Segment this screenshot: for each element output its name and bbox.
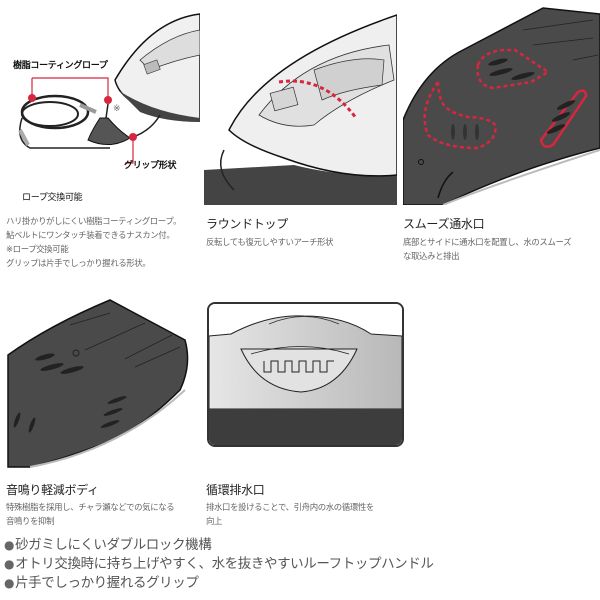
smooth-drain-title: スムーズ通水口: [403, 217, 485, 231]
bullet-icon: ●: [4, 557, 15, 571]
round-top-illustration: [204, 14, 397, 205]
round-top-panel: [204, 0, 397, 205]
smooth-drain-panel: [403, 0, 600, 205]
rope-description: ハリ掛かりがしにくい樹脂コーティングロープ。 鮎ベルトにワンタッチ装着できるナス…: [6, 216, 182, 268]
note-mark: ※: [113, 104, 121, 114]
circulation-drain-title: 循環排水口: [206, 483, 265, 497]
feature-list: ●砂ガミしにくいダブルロック機構 ●オトリ交換時に持ち上げやすく、水を抜きやすい…: [4, 536, 434, 593]
rope-grip-panel: 樹脂コーティングロープ ※ グリップ形状 ロープ交換可能: [0, 0, 200, 210]
replace-label: ロープ交換可能: [22, 193, 83, 203]
circulation-drain-description: 排水口を設けることで、引舟内の水の循環性を 向上: [206, 502, 374, 526]
noise-reduction-illustration: [7, 299, 189, 468]
noise-reduction-title: 音鳴り軽減ボディ: [6, 483, 99, 497]
round-top-description: 反転しても復元しやすいアーチ形状: [206, 237, 334, 247]
round-top-title: ラウンドトップ: [206, 217, 288, 231]
rope-grip-illustration: [18, 13, 200, 164]
noise-reduction-description: 特殊樹脂を採用し、チャラ瀬などでの気になる 音鳴りを抑制: [6, 502, 175, 526]
bullet-icon: ●: [4, 538, 15, 552]
smooth-drain-description: 底部とサイドに通水口を配置し、水のスムーズ な取込みと排出: [403, 237, 572, 261]
feature-item: ●砂ガミしにくいダブルロック機構: [4, 537, 212, 553]
circulation-drain-illustration: [209, 304, 402, 445]
bullet-icon: ●: [4, 576, 15, 590]
circulation-drain-panel: [207, 302, 404, 447]
feature-item: ●オトリ交換時に持ち上げやすく、水を抜きやすいルーフトップハンドル: [4, 556, 434, 572]
grip-label: グリップ形状: [124, 161, 177, 171]
noise-reduction-panel: [0, 295, 200, 470]
smooth-drain-illustration: [403, 7, 600, 205]
rope-label: 樹脂コーティングロープ: [13, 61, 108, 71]
feature-item: ●片手でしっかり握れるグリップ: [4, 575, 199, 591]
